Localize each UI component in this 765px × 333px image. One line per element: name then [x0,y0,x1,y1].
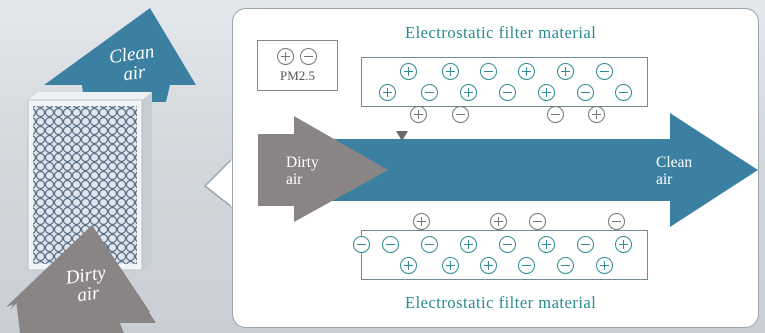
ion-minus-icon [557,257,574,274]
filter-block-top [28,92,152,100]
ion-plus-icon [442,63,459,80]
top-filter-caption: Electrostatic filter material [405,23,597,42]
pm-particle-plus-icon [410,106,427,123]
ion-minus-icon [421,236,438,253]
pm-particle-minus-icon [608,213,625,230]
ion-plus-icon [400,63,417,80]
flow-dirty-air-label: Dirty air [286,154,319,188]
ion-minus-icon [615,84,632,101]
legend-minus-icon [300,48,317,65]
filter-block-side [142,92,152,270]
ion-minus-icon [480,63,497,80]
pm-particle-minus-icon [547,106,564,123]
airflow-arrow [330,113,758,227]
dirty-air-text: Dirty air [64,262,107,307]
ion-plus-icon [596,257,613,274]
ion-plus-icon [557,63,574,80]
pm-particle-plus-icon [490,213,507,230]
pm-particle-plus-icon [413,213,430,230]
dirty-air-flow-arrow [258,116,388,222]
ion-plus-icon [460,84,477,101]
ion-minus-icon [577,236,594,253]
legend-plus-icon [277,48,294,65]
ion-plus-icon [460,236,477,253]
pm25-legend: PM2.5 [257,40,338,91]
ion-plus-icon [615,236,632,253]
filter-illustration-svg [6,8,196,333]
bottom-filter-material [353,230,648,280]
ion-minus-icon [577,84,594,101]
ion-minus-icon [518,257,535,274]
ion-plus-icon [442,257,459,274]
ion-plus-icon [480,257,497,274]
pm-particle-minus-icon [452,106,469,123]
clean-air-arrow [44,8,196,102]
top-filter-material [361,57,648,107]
pm-particle-plus-icon [588,106,605,123]
pm-particle-minus-icon [529,213,546,230]
callout-pointer [203,158,235,208]
ion-plus-icon [538,236,555,253]
ion-minus-icon [596,63,613,80]
ion-minus-icon [499,84,516,101]
clean-air-text: Clean air [107,41,156,86]
ion-minus-icon [421,84,438,101]
ion-minus-icon [382,236,399,253]
ion-plus-icon [538,84,555,101]
flow-clean-air-label: Clean air [656,154,693,188]
ion-plus-icon [518,63,535,80]
legend-label: PM2.5 [279,68,316,83]
bottom-filter-caption: Electrostatic filter material [405,293,597,312]
capture-marker [396,131,408,141]
airflow-diagram [258,113,758,227]
ion-plus-icon [400,257,417,274]
ion-minus-icon [353,236,370,253]
ion-minus-icon [499,236,516,253]
ion-plus-icon [379,84,396,101]
